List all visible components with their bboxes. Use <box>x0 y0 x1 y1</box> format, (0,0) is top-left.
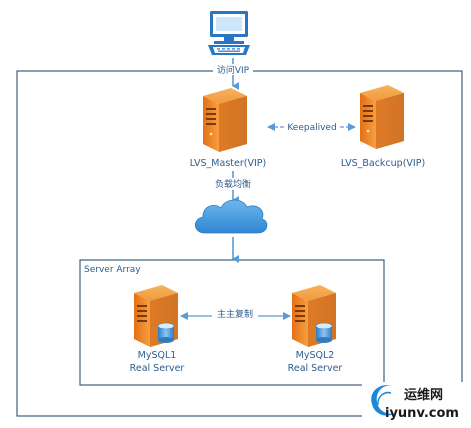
watermark-cn: 运维网 <box>404 387 443 403</box>
computer-icon <box>208 11 250 55</box>
lvs-backup-label: LVS_Backcup(VIP) <box>341 158 425 169</box>
server-icon <box>360 85 404 149</box>
database-server-icon <box>292 285 336 347</box>
mysql2-role-label: Real Server <box>288 363 343 374</box>
access-vip-label: 访问VIP <box>217 64 250 76</box>
lvs-master-label: LVS_Master(VIP) <box>190 158 266 169</box>
swirl-icon <box>371 385 396 416</box>
mysql1-role-label: Real Server <box>130 363 185 374</box>
watermark-logo: 运维网 iyunv.com <box>362 382 468 424</box>
server-icon <box>203 88 247 152</box>
load-balance-label: 负载均衡 <box>215 178 251 190</box>
server-array-label: Server Array <box>84 265 141 275</box>
mysql2-name-label: MySQL2 <box>296 350 335 361</box>
database-server-icon <box>134 285 178 347</box>
watermark-url: iyunv.com <box>385 406 459 421</box>
keepalived-label: Keepalived <box>287 123 336 133</box>
mysql1-name-label: MySQL1 <box>138 350 177 361</box>
cloud-icon <box>194 199 268 234</box>
replication-label: 主主复制 <box>217 308 253 320</box>
